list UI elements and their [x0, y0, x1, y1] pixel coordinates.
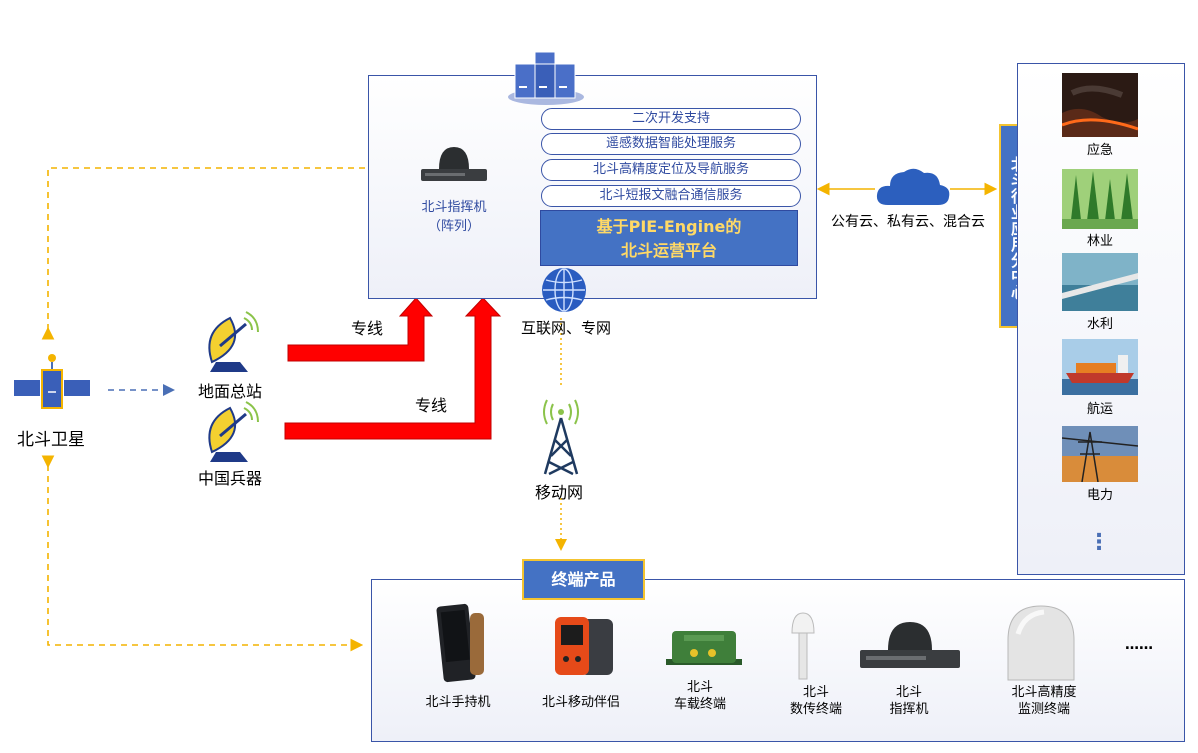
command-machine-label-line2: （阵列）	[427, 219, 480, 234]
internet-label: 互联网、专网	[521, 319, 612, 337]
mobile-network-label: 移动网	[535, 483, 584, 502]
product-handheld-label: 北斗手持机	[403, 694, 513, 711]
shipping-thumbnail	[1062, 339, 1138, 395]
service-pill-positioning: 北斗高精度定位及导航服务	[541, 159, 801, 181]
platform-title-line2: 北斗运营平台	[620, 241, 717, 260]
service-pill-dev-support: 二次开发支持	[541, 108, 801, 130]
cloud-label: 公有云、私有云、混合云	[831, 214, 985, 230]
product-mobile-companion-label: 北斗移动伴侣	[526, 694, 636, 711]
command-machine-device-icon	[421, 147, 487, 181]
product-data-terminal-line2: 数传终端	[789, 702, 842, 717]
emergency-thumbnail	[1062, 73, 1138, 137]
satellite-label: 北斗卫星	[17, 430, 85, 450]
service-pill-remote-sensing: 遥感数据智能处理服务	[541, 133, 801, 155]
data-transmission-terminal-icon	[791, 612, 815, 680]
product-vehicle-terminal-line1: 北斗	[686, 680, 713, 695]
platform-title-block: 基于PIE-Engine的 北斗运营平台	[540, 210, 798, 266]
industry-item-power: 电力	[1086, 488, 1113, 503]
power-thumbnail	[1062, 426, 1138, 482]
globe-icon	[542, 268, 586, 312]
china-ordnance-red-arrow	[284, 297, 502, 440]
industry-item-emergency: 应急	[1086, 143, 1113, 158]
product-data-terminal-label: 北斗 数传终端	[761, 684, 871, 718]
ground-station-dish-icon	[208, 311, 259, 372]
product-handheld-line1: 北斗手持机	[425, 695, 491, 710]
china-ordnance-dish-icon	[208, 401, 259, 462]
industry-more-indicator: ⋮	[1088, 530, 1110, 555]
command-machine-label-line1: 北斗指挥机	[421, 200, 487, 215]
ground-station-label: 地面总站	[198, 382, 263, 401]
industry-item-shipping: 航运	[1086, 402, 1113, 417]
product-monitoring-terminal-label: 北斗高精度 监测终端	[989, 684, 1099, 718]
china-ordnance-label: 中国兵器	[198, 469, 263, 488]
command-machine-terminal-icon	[860, 622, 960, 668]
product-monitoring-terminal-line1: 北斗高精度	[1011, 685, 1077, 700]
mobile-tower-icon	[543, 399, 579, 476]
industry-item-water: 水利	[1086, 317, 1113, 332]
service-pill-short-message: 北斗短报文融合通信服务	[541, 185, 801, 207]
product-monitoring-terminal-line2: 监测终端	[1017, 702, 1070, 717]
water-conservancy-thumbnail	[1062, 253, 1138, 311]
dedicated-line-label-top: 专线	[351, 319, 384, 338]
product-mobile-companion-line1: 北斗移动伴侣	[541, 695, 620, 710]
product-data-terminal-line1: 北斗	[802, 685, 829, 700]
terminal-products-title: 终端产品	[522, 559, 645, 600]
forestry-thumbnail	[1062, 169, 1138, 229]
sat-to-terminals-dashed-line	[41, 455, 364, 652]
server-cluster-icon	[508, 51, 584, 105]
terminal-more-indicator: ……	[1125, 637, 1153, 653]
product-command-machine-label: 北斗 指挥机	[854, 684, 964, 718]
handheld-device-icon	[436, 603, 484, 683]
vehicle-terminal-icon	[666, 631, 742, 665]
industry-center-panel	[1017, 63, 1185, 575]
product-command-machine-line2: 指挥机	[889, 702, 929, 717]
industry-item-forestry: 林业	[1086, 234, 1113, 249]
mobile-companion-icon	[555, 617, 613, 675]
product-command-machine-line1: 北斗	[895, 685, 922, 700]
satellite-icon	[14, 354, 90, 409]
product-vehicle-terminal-line2: 车载终端	[673, 697, 726, 712]
platform-title-line1: 基于PIE-Engine的	[596, 217, 742, 236]
monitoring-terminal-icon	[1007, 605, 1075, 681]
ground-station-red-arrow	[287, 297, 434, 362]
cloud-icon	[876, 168, 950, 205]
product-vehicle-terminal-label: 北斗 车载终端	[645, 679, 755, 713]
command-machine-label: 北斗指挥机 （阵列）	[404, 198, 504, 236]
dedicated-line-label-bottom: 专线	[415, 396, 448, 415]
